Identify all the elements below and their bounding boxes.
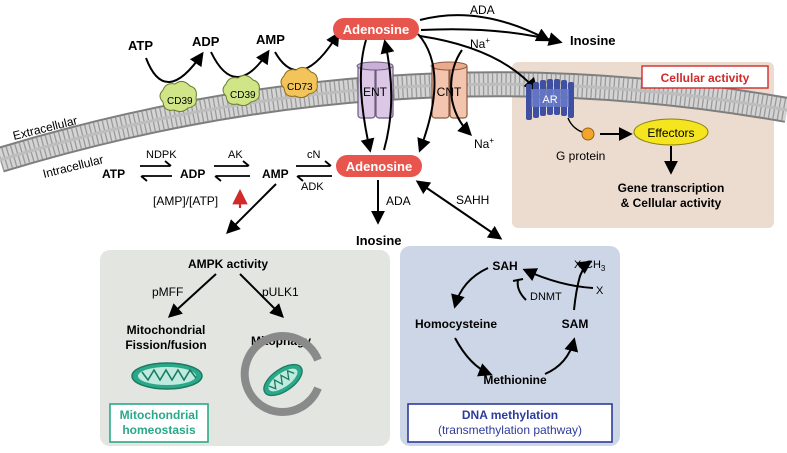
ext-adenosine: Adenosine — [343, 22, 409, 37]
methylation-subtitle: (transmethylation pathway) — [438, 423, 582, 437]
sahh-arrow — [415, 180, 503, 240]
g-protein — [581, 127, 595, 141]
amp-atp-ratio: [AMP]/[ATP] — [153, 194, 218, 208]
dnmt-label: DNMT — [530, 291, 562, 303]
ext-atp: ATP — [128, 38, 153, 53]
mito-homeostasis-box — [109, 403, 209, 443]
equilibrium-arrows — [140, 160, 332, 182]
atp-to-adp-arrow — [145, 51, 204, 83]
mitophagy-icon — [240, 332, 322, 416]
effectors-label: Effectors — [647, 126, 694, 140]
svg-text:AR: AR — [542, 94, 557, 106]
cd73-enzyme: CD73 — [280, 66, 318, 99]
sah-label: SAH — [492, 259, 517, 273]
ext-ada-label: ADA — [470, 3, 495, 17]
effectors-oval — [633, 118, 709, 146]
adenosine-receptor: AR — [526, 79, 583, 133]
ext-adenosine-pill — [333, 18, 419, 40]
int-adenosine-pill — [336, 155, 422, 177]
int-amp: AMP — [262, 167, 289, 181]
na-int: Na+ — [474, 136, 494, 151]
adp-to-amp-arrow — [210, 49, 270, 78]
ampk-to-fission-arrow — [167, 273, 217, 318]
ext-amp: AMP — [256, 32, 285, 47]
cn-label: cN — [307, 149, 321, 161]
svg-text:CD39: CD39 — [230, 90, 256, 101]
fission-line1: Mitochondrial — [127, 323, 206, 337]
adenosine-to-inosine-arrow — [420, 28, 563, 46]
cd39-enzyme-2: CD39 — [222, 74, 260, 107]
homeostasis-line1: Mitochondrial — [120, 408, 199, 422]
ext-inosine: Inosine — [570, 33, 616, 48]
g-protein-label: G protein — [556, 149, 605, 163]
cellular-activity-title-box — [641, 65, 769, 89]
fission-line2: Fission/fusion — [125, 338, 206, 352]
ent-inward-arrow — [359, 39, 375, 153]
sahh-label: SAHH — [456, 193, 489, 207]
methylation-title-box — [407, 403, 613, 443]
ext-ada-arrow — [419, 14, 551, 42]
int-adenosine: Adenosine — [346, 159, 412, 174]
adk-label: ADK — [301, 181, 324, 193]
gene-transcription-line2: & Cellular activity — [621, 196, 722, 210]
methionine-label: Methionine — [483, 373, 547, 387]
amp-to-ampk-arrow — [226, 183, 277, 234]
ext-adp: ADP — [192, 34, 220, 49]
homeostasis-line2: homeostasis — [122, 423, 196, 437]
adenosine-to-ar-arrow — [419, 35, 538, 93]
cellular-activity-title: Cellular activity — [661, 71, 750, 85]
na-ext: Na+ — [470, 36, 490, 51]
cd39-enzyme-1: CD39 — [159, 80, 197, 113]
methylation-title: DNA methylation — [462, 408, 558, 422]
x-label: X — [596, 285, 604, 297]
cnt-na-arrow — [450, 49, 472, 136]
int-atp: ATP — [102, 167, 125, 181]
ndpk-label: NDPK — [146, 149, 177, 161]
int-adp: ADP — [180, 167, 205, 181]
svg-text:CNT: CNT — [437, 85, 462, 99]
svg-text:CD73: CD73 — [287, 82, 313, 93]
ent-transporter: ENT — [356, 61, 394, 119]
ampk-to-mitophagy-arrow — [239, 273, 284, 318]
ent-outward-arrow — [380, 39, 395, 151]
pulk1-label: pULK1 — [262, 285, 299, 299]
ak-label: AK — [228, 149, 243, 161]
cnt-adenosine-arrow — [417, 33, 436, 153]
svg-text:ENT: ENT — [363, 85, 388, 99]
methylation-cycle-arrows — [451, 260, 594, 377]
svg-text:CD39: CD39 — [167, 96, 193, 107]
homocysteine-label: Homocysteine — [415, 317, 497, 331]
pmff-label: pMFF — [152, 285, 183, 299]
cnt-transporter: CNT — [430, 61, 468, 119]
sam-label: SAM — [562, 317, 589, 331]
int-ada-label: ADA — [386, 194, 411, 208]
ampk-title: AMPK activity — [188, 257, 268, 271]
gene-transcription-line1: Gene transcription — [618, 181, 725, 195]
int-inosine: Inosine — [356, 233, 402, 248]
mitochondrion-icon — [131, 362, 203, 390]
